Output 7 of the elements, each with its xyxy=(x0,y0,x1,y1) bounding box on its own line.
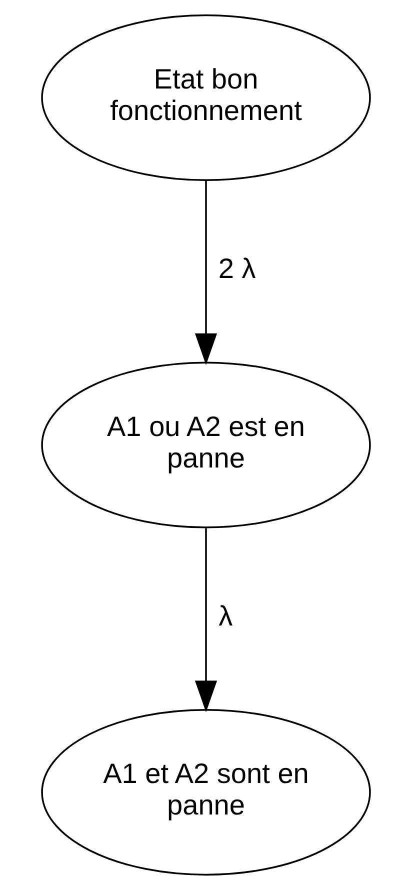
node-ellipse: A1 ou A2 est en panne xyxy=(41,362,371,528)
arrow xyxy=(194,180,218,366)
edge-label: 2 λ xyxy=(218,253,256,284)
node-ellipse: Etat bon fonctionnement xyxy=(41,14,371,182)
edge-label: λ xyxy=(218,600,233,632)
node-ellipse: A1 et A2 sont en panne xyxy=(41,708,371,876)
arrow xyxy=(194,528,218,712)
